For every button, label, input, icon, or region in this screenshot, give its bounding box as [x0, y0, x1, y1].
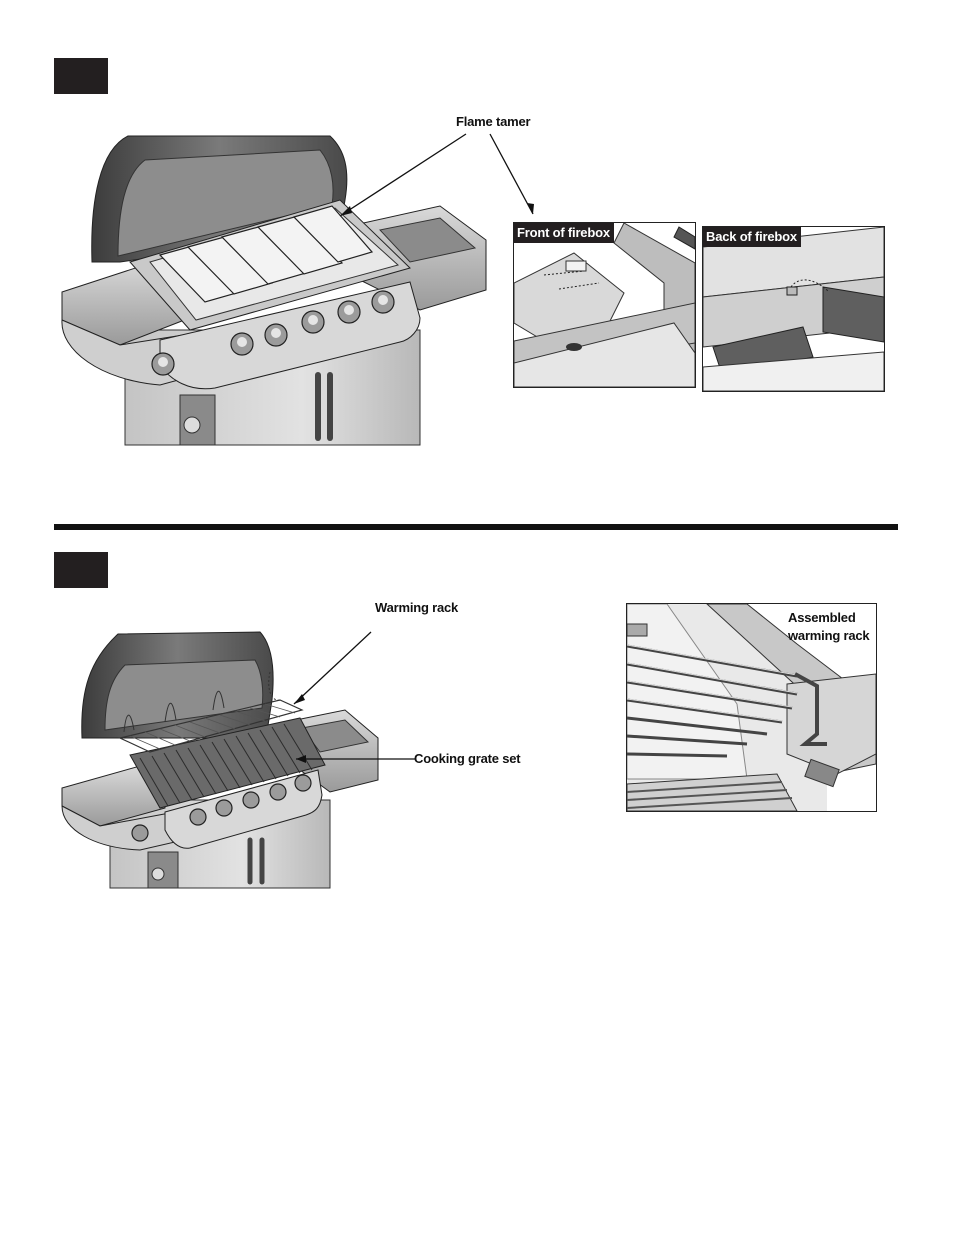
tag-back-of-firebox: Back of firebox	[703, 227, 801, 247]
back-of-firebox-illustration	[703, 227, 884, 391]
grill-illustration-flame-tamers	[61, 133, 534, 446]
label-assembled-line1: Assembled	[788, 610, 856, 625]
inset-assembled-warming-rack: Assembled warming rack	[626, 603, 877, 812]
grill-illustration-warming-rack	[61, 631, 415, 889]
label-warming-rack: Warming rack	[375, 600, 459, 615]
label-flame-tamer: Flame tamer	[456, 114, 531, 129]
front-of-firebox-illustration	[514, 223, 695, 387]
label-assembled-line2: warming rack	[788, 628, 870, 643]
step-number-box-2	[54, 552, 108, 588]
tag-front-of-firebox: Front of firebox	[514, 223, 614, 243]
inset-back-of-firebox: Back of firebox	[702, 226, 885, 392]
label-cooking-grate-set: Cooking grate set	[414, 751, 521, 766]
assembled-warming-rack-illustration	[627, 604, 876, 811]
inset-front-of-firebox: Front of firebox	[513, 222, 696, 388]
step-number-box-1	[54, 58, 108, 94]
section-divider	[54, 524, 898, 530]
